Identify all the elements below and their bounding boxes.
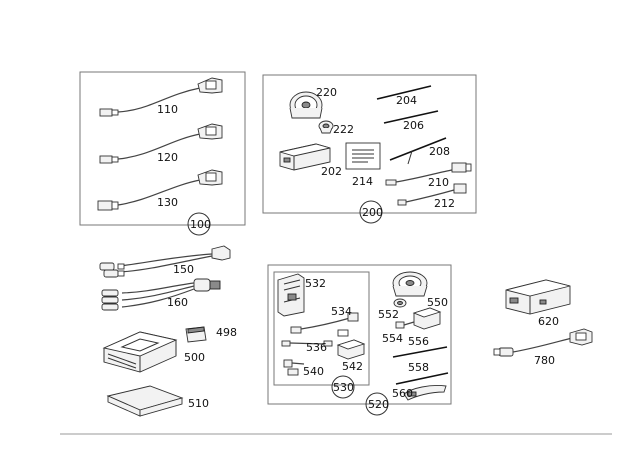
manual-510[interactable] <box>106 385 184 417</box>
group-200-label: 200 <box>362 206 383 219</box>
label-130: 130 <box>157 196 178 209</box>
module-542[interactable] <box>336 339 366 360</box>
strip-208[interactable] <box>389 137 447 161</box>
label-204: 204 <box>396 94 417 107</box>
group-530-label: 530 <box>333 381 354 394</box>
cable-536[interactable] <box>281 340 333 347</box>
bracket-560[interactable] <box>403 385 447 401</box>
label-540: 540 <box>303 365 324 378</box>
label-536: 536 <box>306 341 327 354</box>
label-620: 620 <box>538 315 559 328</box>
label-160: 160 <box>167 296 188 309</box>
strip-558-a[interactable] <box>392 346 448 358</box>
cable-210[interactable] <box>385 162 472 186</box>
label-554: 554 <box>382 332 403 345</box>
label-560: 560 <box>392 387 413 400</box>
booklet-214[interactable] <box>345 142 381 170</box>
label-532: 532 <box>305 277 326 290</box>
label-498: 498 <box>216 326 237 339</box>
amplifier-202[interactable] <box>279 143 331 171</box>
cable-110[interactable] <box>99 77 223 117</box>
connector-554[interactable] <box>395 321 415 329</box>
label-550: 550 <box>427 296 448 309</box>
label-556: 556 <box>408 335 429 348</box>
group-530-callout <box>331 375 355 399</box>
label-552: 552 <box>378 308 399 321</box>
label-214: 214 <box>352 175 373 188</box>
label-510: 510 <box>188 397 209 410</box>
cable-534[interactable] <box>290 312 359 337</box>
label-212: 212 <box>434 197 455 210</box>
cable-150[interactable] <box>99 245 231 278</box>
cable-130[interactable] <box>97 169 223 211</box>
label-150: 150 <box>173 263 194 276</box>
group-520-callout <box>365 392 389 416</box>
group-520-label: 520 <box>368 398 389 411</box>
label-110: 110 <box>157 103 178 116</box>
label-208: 208 <box>429 145 450 158</box>
strip-206[interactable] <box>383 110 439 124</box>
group-100-callout <box>187 212 211 236</box>
tweeter-552[interactable] <box>393 298 407 308</box>
module-620[interactable] <box>505 279 571 315</box>
group-200-frame <box>262 74 477 214</box>
label-222: 222 <box>333 123 354 136</box>
label-542: 542 <box>342 360 363 373</box>
label-780: 780 <box>534 354 555 367</box>
group-200-callout <box>359 200 383 224</box>
group-520-frame <box>267 264 452 405</box>
label-202: 202 <box>321 165 342 178</box>
label-500: 500 <box>184 351 205 364</box>
speaker-220[interactable] <box>289 91 323 119</box>
cable-780[interactable] <box>493 328 593 357</box>
group-100-frame <box>79 71 246 226</box>
label-220: 220 <box>316 86 337 99</box>
strip-204[interactable] <box>376 85 432 100</box>
label-558: 558 <box>408 361 429 374</box>
tweeter-222[interactable] <box>318 120 334 134</box>
label-534: 534 <box>331 305 352 318</box>
group-530-frame <box>273 271 370 386</box>
cable-120[interactable] <box>99 123 223 164</box>
speaker-550[interactable] <box>392 271 428 297</box>
strip-558-b[interactable] <box>395 372 449 385</box>
sd-card-498[interactable] <box>185 326 207 343</box>
group-100-label: 100 <box>190 218 211 231</box>
head-unit-500[interactable] <box>102 331 178 373</box>
cable-540[interactable] <box>283 359 305 376</box>
label-206: 206 <box>403 119 424 132</box>
label-120: 120 <box>157 151 178 164</box>
cable-160[interactable] <box>101 278 221 311</box>
label-210: 210 <box>428 176 449 189</box>
module-556[interactable] <box>412 307 442 330</box>
cable-212[interactable] <box>397 183 467 206</box>
module-532[interactable] <box>277 273 305 317</box>
